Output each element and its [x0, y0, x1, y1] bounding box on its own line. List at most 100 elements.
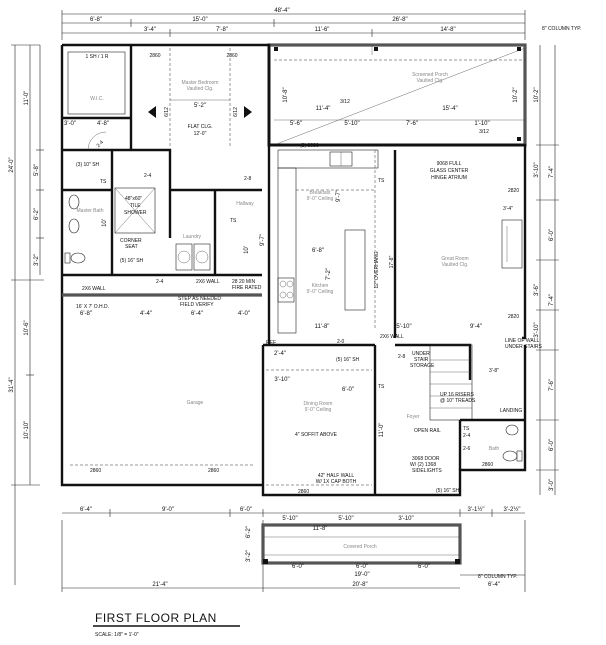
room-screened-porch: Screened Porch: [412, 72, 448, 78]
dim-right-10-2: 10'-2": [534, 87, 540, 102]
room-garage: Garage: [187, 400, 204, 406]
dim-garage-6-4: 6'-4": [191, 311, 203, 317]
bottom-dimension-lines: [61, 509, 526, 592]
dim-right-7-4b: 7'-4": [549, 294, 555, 306]
label-wall-2x6a: 2X6 WALL: [82, 286, 106, 292]
dim-right-3-10b: 3'-10": [534, 322, 540, 337]
label-step: STEP AS NEEDED: [178, 296, 221, 302]
dim-kitchen-11-8: 11'-8": [315, 324, 330, 330]
dim-master-5-2: 5'-2": [194, 103, 206, 109]
label-window-2860f: 2860: [482, 462, 493, 468]
dim-stair-3-8: 3'-8": [489, 368, 499, 374]
dim-bot-3-2-1-2: 3'-2½": [504, 506, 521, 513]
dim-kitchen-6-8: 6'-8": [312, 248, 324, 254]
label-fire-door: 28 20 MIN: [232, 279, 255, 285]
dim-master-4-8: 4'-8": [97, 121, 109, 127]
dim-top-left: 6'-8": [90, 17, 102, 23]
room-screened-porch-ceiling: Vaulted Clg.: [417, 78, 444, 84]
label-ts-2: TS: [230, 218, 237, 224]
label-dim-3-4: 3'-4": [503, 206, 513, 212]
dim-right-7-4: 7'-4": [549, 166, 555, 178]
dim-back-7-6: 7'-6": [406, 121, 418, 127]
laundry-walls: [170, 188, 262, 277]
dim-bot-20-8: 20'-8": [352, 582, 367, 588]
sink-icon: [505, 424, 519, 436]
dim-right-6-0: 6'-0": [549, 229, 555, 241]
dim-porch-6-0a: 6'-0": [292, 564, 304, 570]
dim-back-10-8: 10'-8": [283, 87, 289, 102]
arrow-left-icon: [148, 106, 156, 118]
room-dining-room-ceiling: 9'-0" Ceiling: [305, 407, 332, 413]
label-window-2860c: 2860: [90, 468, 101, 474]
room-kitchen: Kitchen: [312, 283, 329, 289]
dim-left-5-8: 5'-8": [34, 164, 40, 176]
dim-dining-6-0: 6'-0": [342, 387, 354, 393]
porch-column: [517, 47, 521, 51]
dim-bot-6-4b: 6'-4": [488, 582, 500, 588]
room-dining-room: Dining Room: [304, 401, 333, 407]
toilet-icon: [70, 252, 86, 264]
room-great-room-ceiling: Vaulted Clg.: [442, 262, 469, 268]
room-foyer: Foyer: [407, 414, 420, 420]
drawing-scale: SCALE: 1/8" = 1'-0": [95, 632, 139, 638]
room-master-bath: Master Bath: [77, 208, 104, 214]
label-garage-door: 16' X 7' O.H.D.: [76, 304, 109, 310]
label-pitch-3: 3/12: [340, 99, 350, 105]
label-half-wall-2: W/ 1X CAP BOTH: [316, 479, 357, 485]
label-up-treads: @ 10" TREADS: [440, 398, 476, 404]
arrow-right-icon: [244, 106, 252, 118]
dim-left-24-0: 24'-0": [9, 157, 15, 172]
dim-kitchen-9-4: 9'-4": [470, 324, 482, 330]
dim-left-10-6: 10'-6": [24, 320, 30, 335]
label-tile-shower-2: TILE: [130, 203, 141, 209]
label-door-3068c: SIDELIGHTS: [412, 468, 442, 474]
label-ts-5: TS: [463, 426, 470, 432]
dim-dining-11-0: 11'-0": [379, 423, 385, 438]
dim-porch-6-0b: 6'-0": [356, 564, 368, 570]
porch-column: [374, 47, 378, 51]
dim-bot-6-0: 6'-0": [240, 507, 252, 513]
exterior-walls: [60, 43, 527, 497]
porch-column: [455, 559, 460, 564]
dim-top-11-6: 11'-6": [315, 27, 330, 33]
label-soffit: 4" SOFFIT ABOVE: [295, 432, 338, 438]
dim-kitchen-5-10: 5'-10": [396, 324, 411, 330]
toilet-tank: [64, 252, 71, 264]
left-dimension-lines: [11, 44, 44, 585]
label-window-2860b: 2860: [226, 53, 237, 59]
dim-left-11-0: 11'-0": [24, 91, 30, 106]
dim-right-3-6: 3'-6": [534, 284, 540, 296]
dim-left-10-10: 10'-10": [24, 421, 30, 440]
dim-top-right: 26'-8": [392, 17, 407, 23]
label-tile-shower: 48"x60": [125, 196, 142, 202]
dim-porch-side-6-2: 6'-2": [246, 526, 252, 538]
door-swing: [87, 131, 107, 151]
dim-porch-side-3-2: 3'-2": [246, 550, 252, 562]
label-overhang: 12" OVERHANG: [374, 251, 380, 288]
label-sh-10: (3) 10" SH: [76, 162, 100, 168]
label-line-of-wall: LINE OF WALL: [505, 338, 539, 344]
dim-bot-3-1-2: 3'-1½": [468, 506, 485, 513]
dim-back-15-4: 15'-4": [442, 106, 457, 112]
label-sh-16b: (5) 16" SH: [336, 357, 360, 363]
room-breakfast: Breakfast: [309, 190, 331, 196]
label-pitch-2: 6/12: [233, 107, 239, 117]
label-under-stair: UNDER: [412, 351, 430, 357]
label-sh-16a: (5) 16" SH: [120, 258, 144, 264]
dim-great-room-17-8: 17'-8": [389, 255, 395, 268]
label-ts-4: TS: [378, 384, 385, 390]
label-pitch-4: 3/12: [479, 129, 489, 135]
dim-bot-21-4: 21'-4": [152, 582, 167, 588]
label-under-stair-3: STORAGE: [410, 363, 435, 369]
toilet-tank: [516, 450, 523, 462]
label-wall-2x6b: 2X6 WALL: [196, 279, 220, 285]
label-door-2-6a: 2-6: [463, 446, 470, 452]
label-door-2-4a: 2-4: [96, 139, 106, 149]
label-column-typ-2: 8" COLUMN TYP.: [478, 574, 517, 580]
porch-column: [517, 137, 521, 141]
label-step-2: FIELD VERIFY: [180, 302, 214, 308]
label-dim-9-7: 9'-7": [260, 234, 266, 246]
dim-overall-top: 48'-4": [274, 8, 289, 14]
dim-top-7-8: 7'-8": [216, 27, 228, 33]
label-pitch-1: 6/12: [164, 107, 170, 117]
